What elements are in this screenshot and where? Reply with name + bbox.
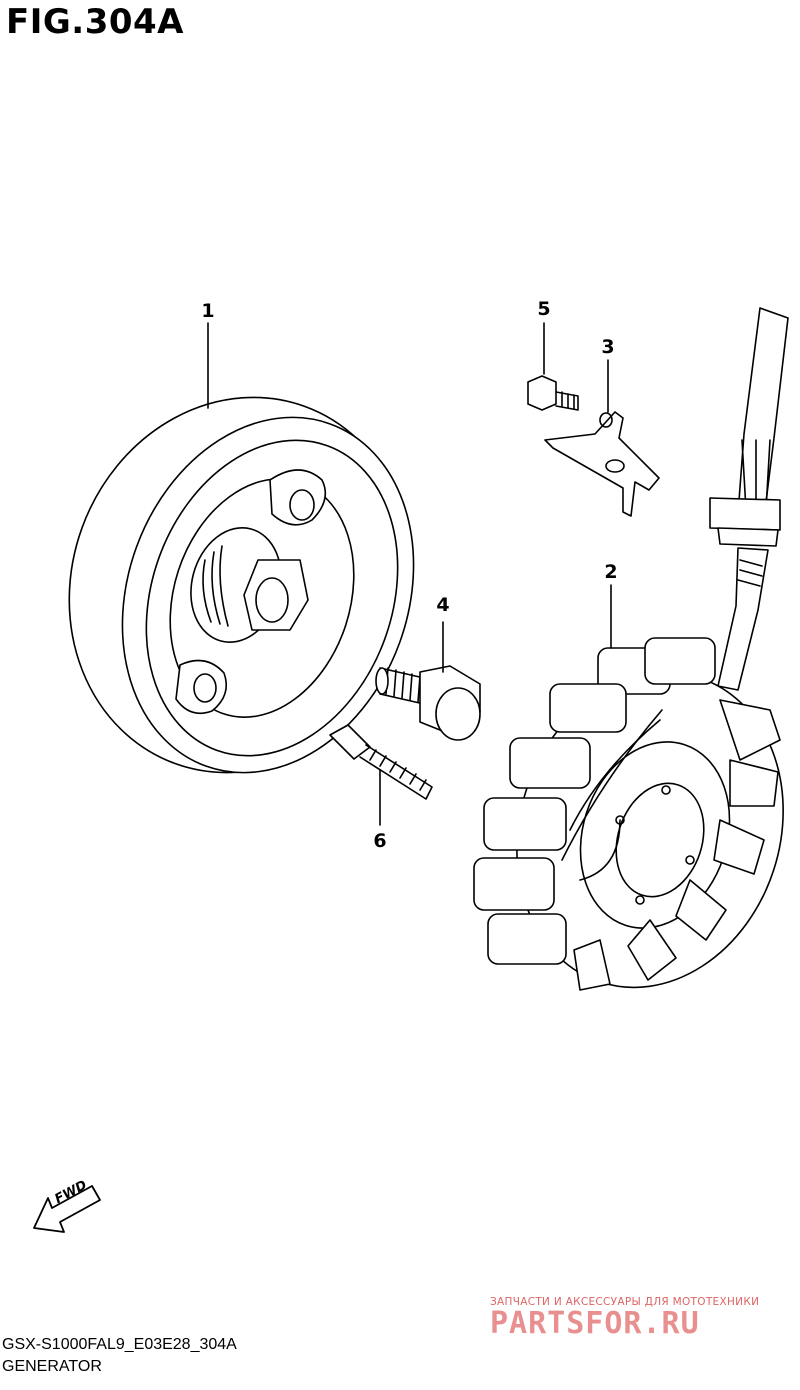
watermark-brand: PARTSFOR.RU (490, 1306, 700, 1341)
callout-2: 2 (604, 561, 618, 583)
flywheel-rotor-icon (68, 396, 415, 774)
section-name: GENERATOR (2, 1358, 102, 1375)
callout-6: 6 (373, 830, 387, 852)
callout-1: 1 (201, 300, 215, 322)
model-code: GSX-S1000FAL9_E03E28_304A (2, 1336, 237, 1353)
stator-coil-icon (473, 307, 789, 991)
watermark-tagline: ЗАПЧАСТИ И АКСЕССУАРЫ ДЛЯ МОТОТЕХНИКИ (490, 1296, 760, 1308)
clamp-bolt-icon (527, 375, 579, 411)
callout-3: 3 (601, 336, 615, 358)
rotor-bolt-icon (375, 665, 481, 741)
wire-clamp-icon (544, 411, 660, 517)
stator-screw-icon (329, 724, 433, 800)
callout-4: 4 (436, 594, 450, 616)
figure-title: FIG.304A (6, 2, 184, 42)
fwd-arrow-icon (33, 1185, 101, 1233)
callout-5: 5 (537, 298, 551, 320)
